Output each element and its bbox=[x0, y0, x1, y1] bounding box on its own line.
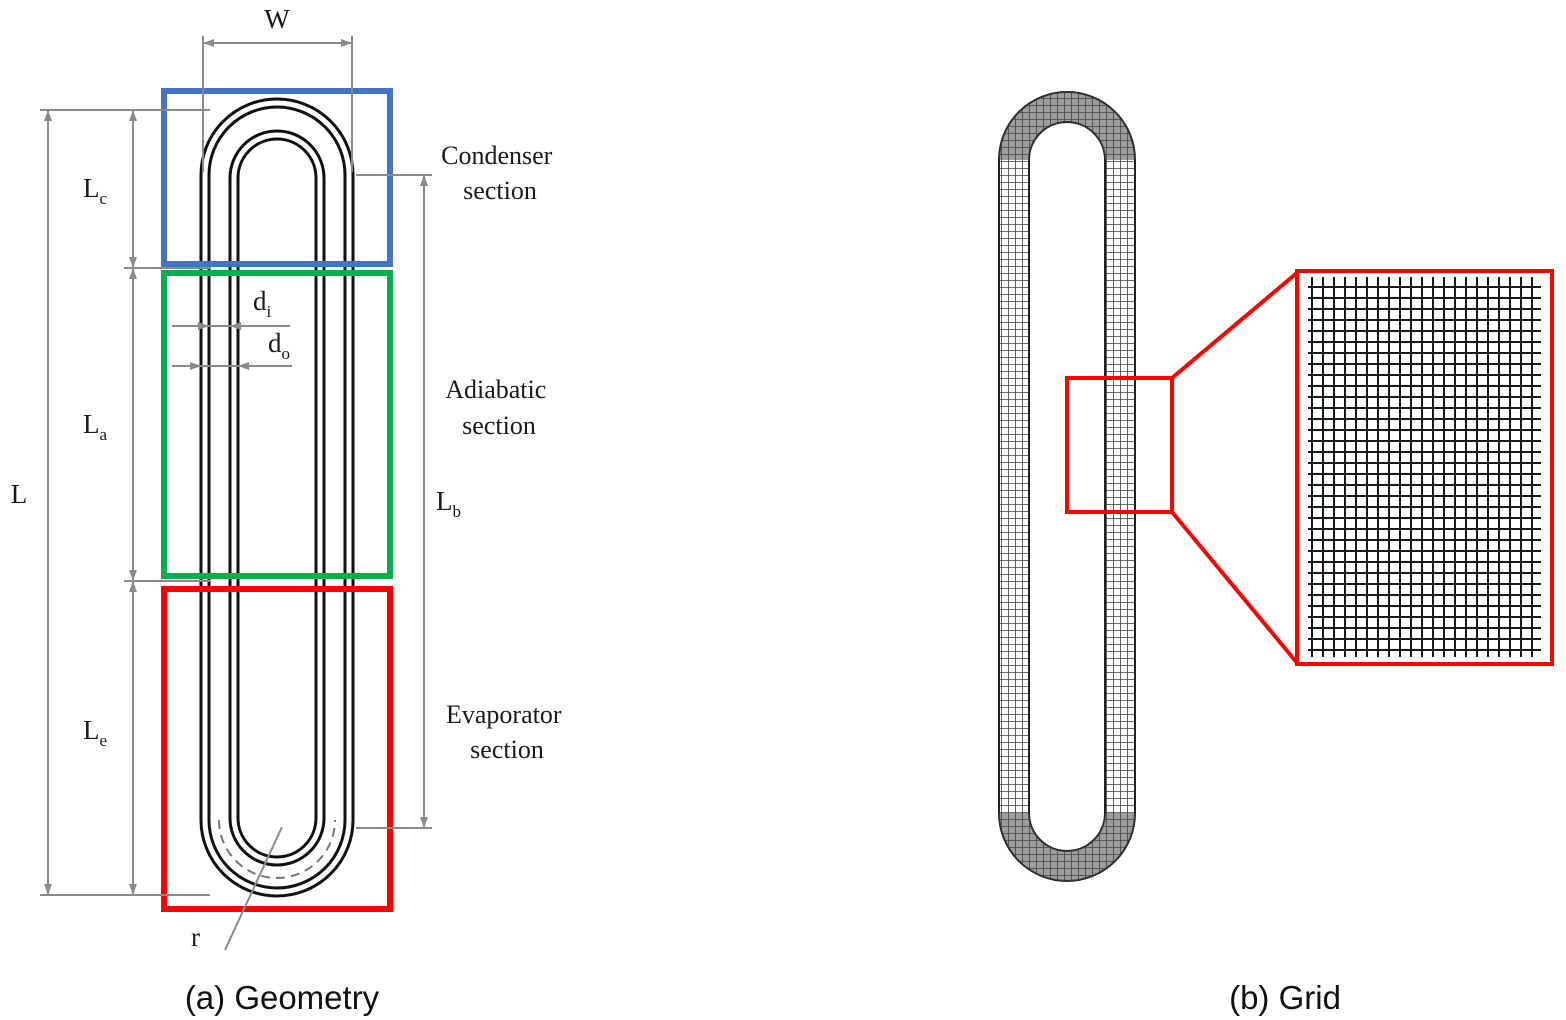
total-length-label: L bbox=[11, 479, 28, 509]
zoom-mesh bbox=[1308, 277, 1541, 657]
zoom-connector-bottom bbox=[1170, 510, 1300, 666]
condenser-length-label: Lc bbox=[83, 173, 108, 208]
geometry-caption: (a) Geometry bbox=[185, 979, 380, 1016]
adiabatic-section-box bbox=[161, 270, 393, 579]
inner-diameter-dimension: di bbox=[172, 286, 290, 330]
radius-label: r bbox=[191, 922, 200, 952]
mesh-top-bend bbox=[999, 92, 1135, 160]
grid-caption: (b) Grid bbox=[1229, 979, 1341, 1016]
mesh-bottom-bend bbox=[999, 813, 1135, 881]
total-length-dimension: L bbox=[11, 109, 210, 896]
geometry-panel: W L Lc La Le bbox=[11, 4, 568, 1016]
bend-length-label: Lb bbox=[436, 486, 461, 521]
condenser-section-label: Condenser section bbox=[441, 141, 559, 205]
bend-centerline bbox=[218, 819, 336, 879]
adiabatic-section-label: Adiabatic section bbox=[445, 375, 553, 440]
zoom-source-box bbox=[1065, 376, 1174, 514]
condenser-section-box bbox=[161, 88, 393, 267]
evaporator-section-label: Evaporator section bbox=[446, 700, 568, 764]
outer-diameter-dimension: do bbox=[172, 328, 292, 370]
width-dimension: W bbox=[202, 4, 353, 172]
bend-length-dimension: Lb bbox=[356, 174, 461, 829]
width-label: W bbox=[264, 4, 290, 34]
grid-panel: (b) Grid bbox=[998, 91, 1554, 1016]
heat-pipe-tube bbox=[199, 97, 355, 898]
section-length-dimension bbox=[124, 110, 210, 895]
zoom-connector-top bbox=[1170, 270, 1300, 380]
evaporator-length-label: Le bbox=[83, 715, 107, 750]
adiabatic-length-label: La bbox=[83, 409, 108, 444]
outer-diameter-label: do bbox=[268, 328, 290, 363]
evaporator-section-box bbox=[161, 586, 393, 912]
radius-leader: r bbox=[191, 826, 283, 952]
inner-diameter-label: di bbox=[253, 286, 272, 321]
